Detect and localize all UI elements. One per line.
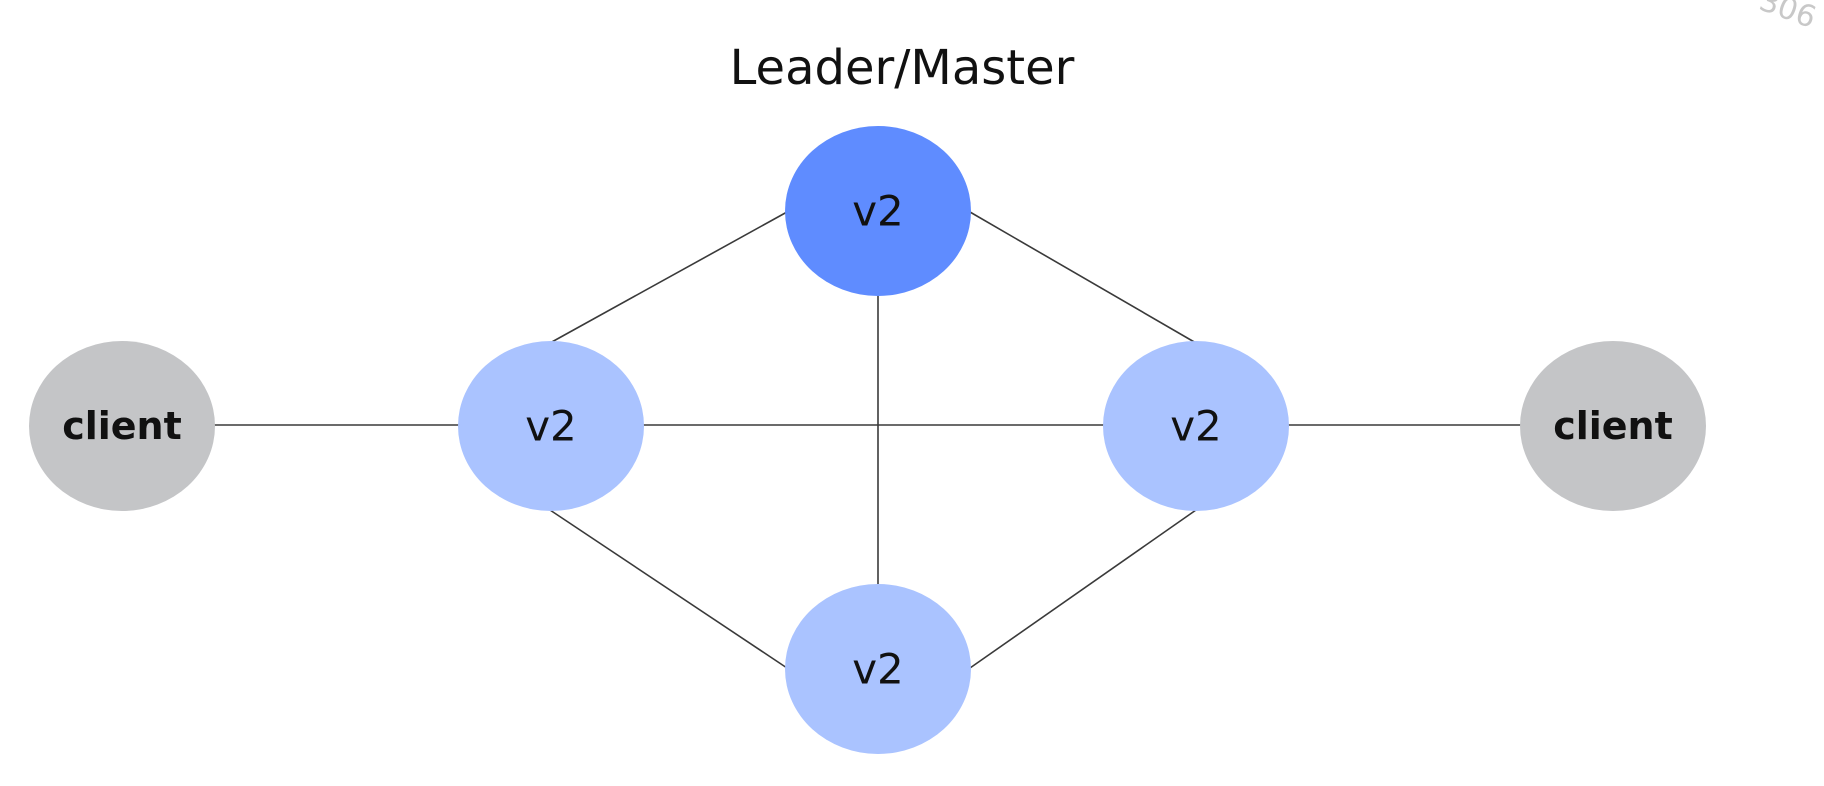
node-client-left: client [29,341,215,511]
client-right-node-shape [1520,341,1706,511]
replica-left-node-label: v2 [525,402,577,451]
node-leader: v2 [785,126,971,296]
client-left-node-label: client [62,404,182,448]
node-client-right: client [1520,341,1706,511]
edge-replica-left-to-leader [549,211,788,344]
node-replica-left: v2 [458,341,644,511]
replica-right-node-label: v2 [1170,402,1222,451]
replica-left-node-shape [458,341,644,511]
diagram-title: Leader/Master [729,40,1075,96]
leader-node-shape [785,126,971,296]
leader-node-label: v2 [852,187,904,236]
client-left-node-shape [29,341,215,511]
replica-bottom-node-shape [785,584,971,754]
client-right-node-label: client [1553,404,1673,448]
node-replica-bottom: v2 [785,584,971,754]
edge-replica-left-to-replica-bottom [549,509,788,669]
edge-leader-to-replica-right [969,211,1197,344]
edge-replica-right-to-replica-bottom [969,509,1197,669]
node-replica-right: v2 [1103,341,1289,511]
replica-right-node-shape [1103,341,1289,511]
replica-bottom-node-label: v2 [852,645,904,694]
edges [214,211,1521,669]
